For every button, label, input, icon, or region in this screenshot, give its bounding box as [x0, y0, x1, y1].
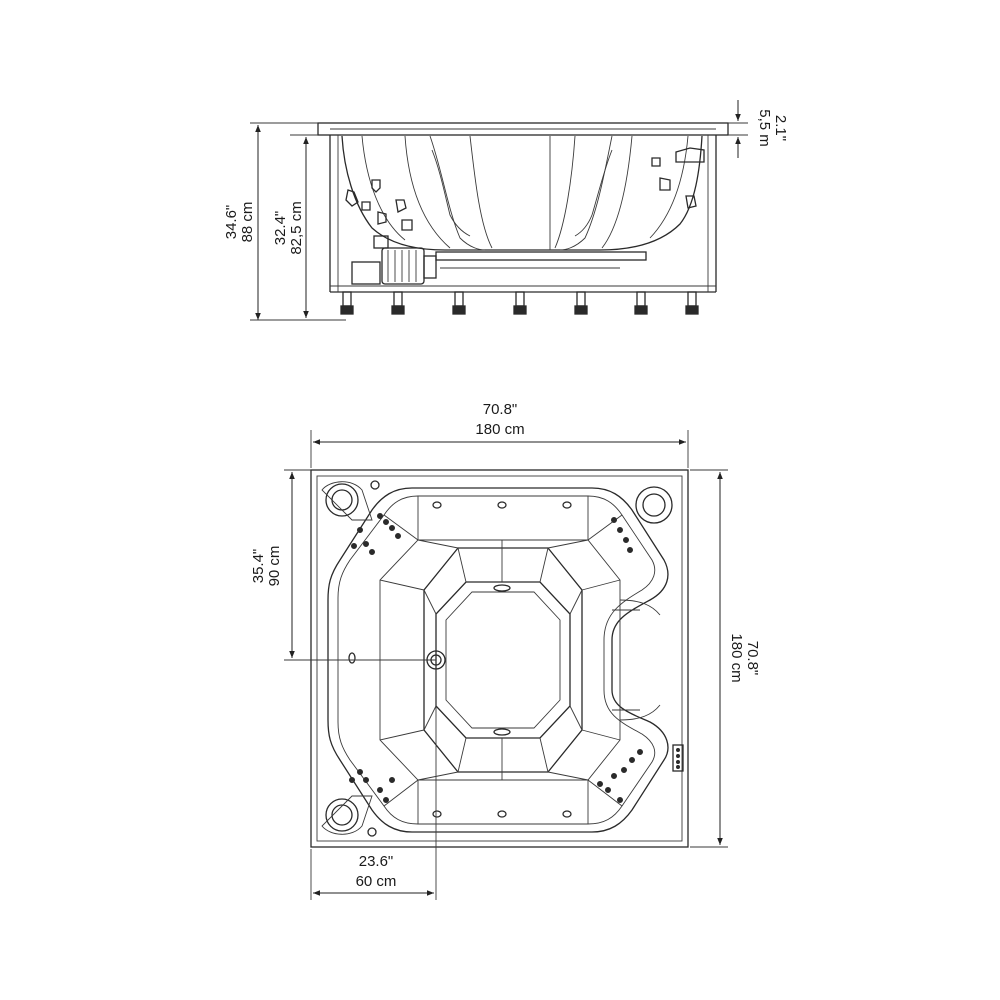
- pump-motor: [351, 235, 647, 285]
- depth-in-label: 70.8": [744, 641, 761, 676]
- rim-in-label: 2.1": [772, 115, 789, 141]
- outer-frame: [310, 469, 689, 848]
- width-in-label: 70.8": [483, 401, 518, 418]
- drain-x-cm-label: 60 cm: [356, 873, 397, 890]
- corner-fixtures: [321, 480, 673, 837]
- side-jets: [345, 147, 705, 231]
- rim: [317, 122, 729, 136]
- top-view: 70.8" 180 cm 70.8" 180 cm 35.4" 90 cm 23…: [250, 401, 761, 900]
- inner-height-cm-label: 82,5 cm: [288, 201, 305, 254]
- drain-y-in-label: 35.4": [250, 549, 267, 584]
- drain-y-cm-label: 90 cm: [266, 546, 283, 587]
- side-view: 34.6" 88 cm 32.4" 82,5 cm 2.1" 5,5 m: [223, 100, 789, 321]
- depth-cm-label: 180 cm: [728, 633, 745, 682]
- drain-x-in-label: 23.6": [359, 853, 394, 870]
- shell-outline: [341, 135, 703, 251]
- footwell: [435, 581, 571, 739]
- top-jets: [348, 501, 643, 818]
- total-height-cm-label: 88 cm: [239, 202, 256, 243]
- total-height-in-label: 34.6": [223, 205, 240, 240]
- rim-cm-label: 5,5 m: [756, 109, 773, 147]
- inner-height-in-label: 32.4": [272, 211, 289, 246]
- legs: [340, 291, 699, 315]
- width-cm-label: 180 cm: [475, 421, 524, 438]
- control-panel: [672, 744, 684, 772]
- shell-top-outline: [327, 487, 669, 833]
